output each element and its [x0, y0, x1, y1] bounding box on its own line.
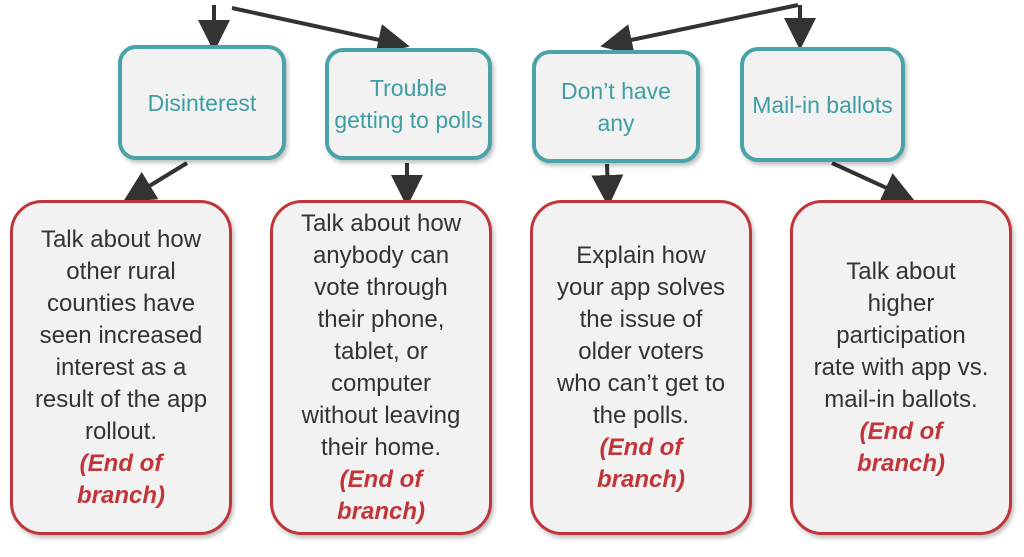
- category-dont-have-any: Don’t have any: [532, 50, 700, 163]
- end-of-branch-label: (End of branch): [856, 417, 945, 477]
- arrow: [600, 3, 799, 56]
- response-text: Explain how your app solves the issue of…: [556, 241, 726, 429]
- end-of-branch-label: (End of branch): [76, 449, 165, 509]
- response-trouble-getting-to-polls: Talk about how anybody can vote through …: [270, 200, 492, 535]
- category-label: Mail-in ballots: [752, 91, 893, 118]
- arrow: [831, 161, 915, 203]
- category-trouble-getting-to-polls: Trouble getting to polls: [325, 48, 492, 160]
- arrow: [591, 163, 624, 207]
- end-of-branch-label: (End of branch): [596, 433, 685, 493]
- category-mail-in-ballots: Mail-in ballots: [740, 47, 905, 162]
- response-text: Talk about how other rural counties have…: [34, 225, 208, 445]
- category-label: Trouble getting to polls: [334, 75, 483, 133]
- response-text: Talk about how anybody can vote through …: [300, 209, 462, 461]
- category-disinterest: Disinterest: [118, 45, 286, 160]
- response-disinterest: Talk about how other rural counties have…: [10, 200, 232, 535]
- arrow: [122, 161, 189, 203]
- end-of-branch-label: (End of branch): [336, 465, 425, 525]
- arrow: [231, 6, 410, 56]
- response-text: Talk about higher participation rate wit…: [813, 257, 989, 413]
- response-dont-have-any: Explain how your app solves the issue of…: [530, 200, 752, 535]
- response-mail-in-ballots: Talk about higher participation rate wit…: [790, 200, 1012, 535]
- category-label: Disinterest: [147, 89, 257, 116]
- category-label: Don’t have any: [561, 77, 671, 136]
